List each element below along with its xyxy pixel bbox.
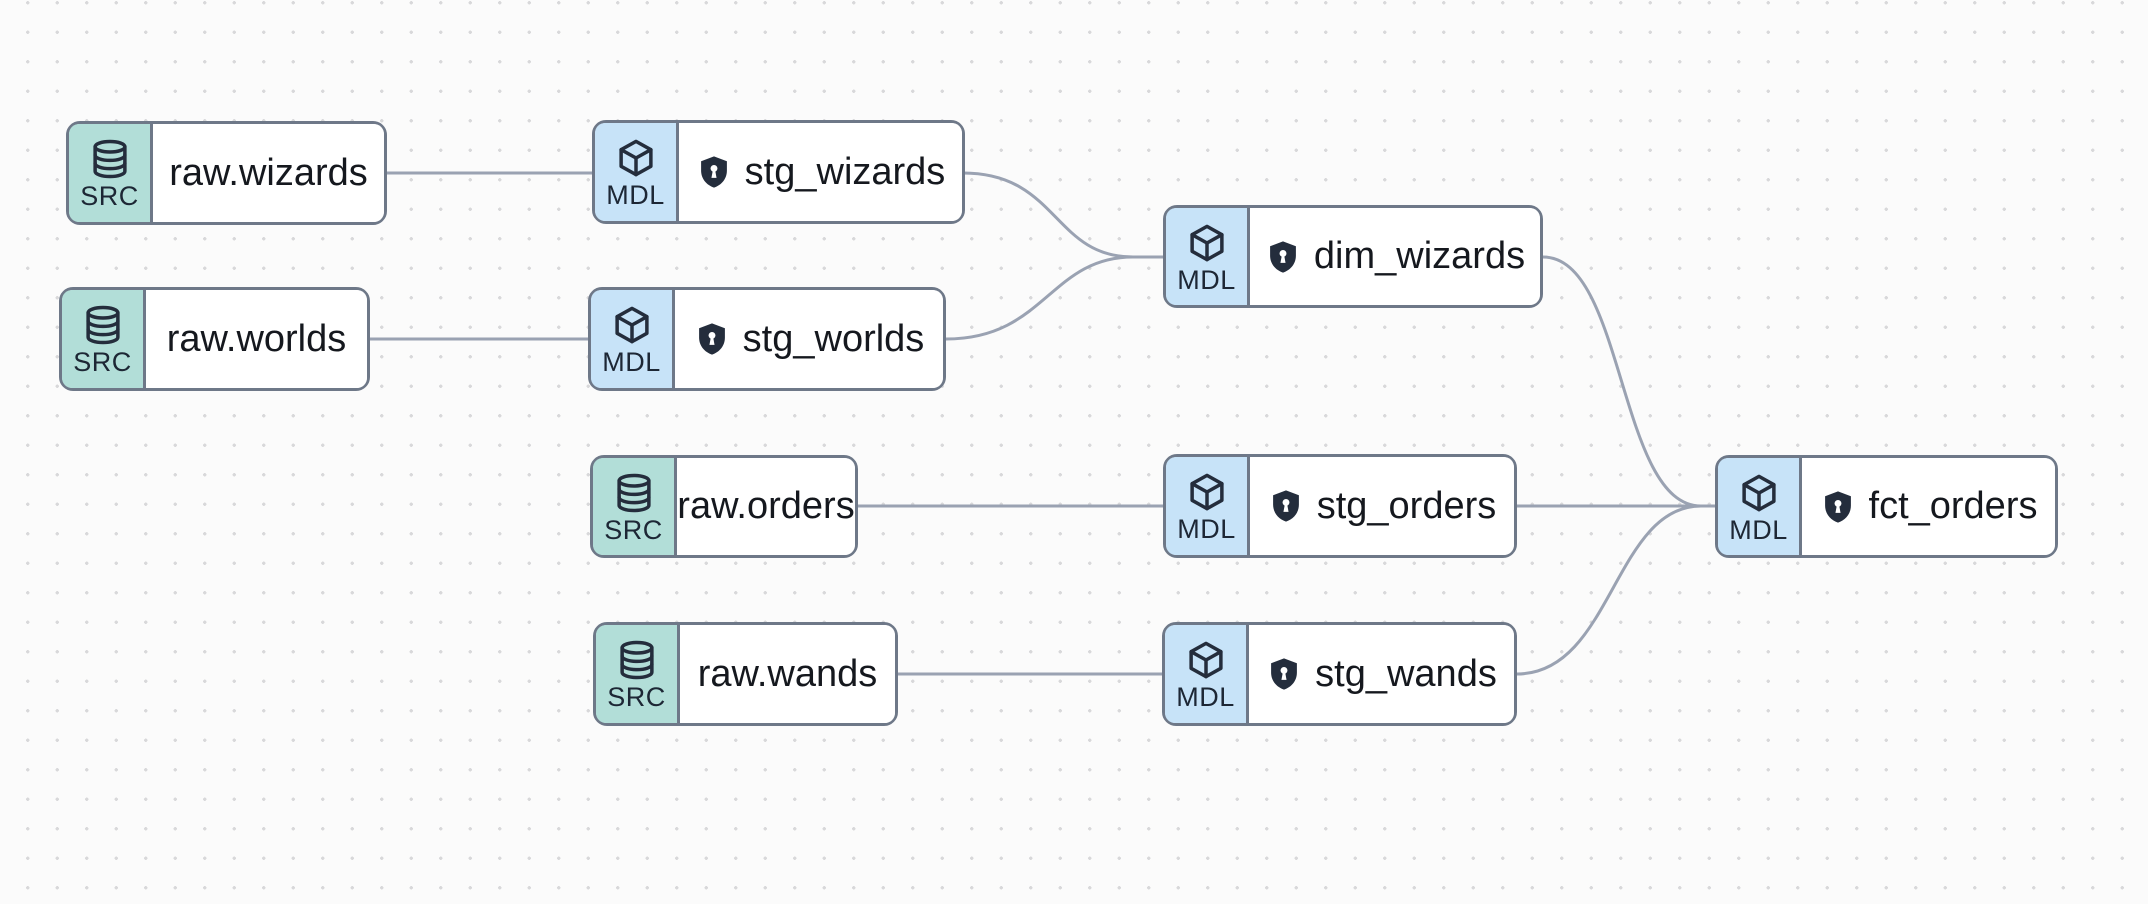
cube-icon xyxy=(1189,224,1224,261)
edge-dim-wizards-fct-orders xyxy=(1542,255,1715,508)
node-stg-wizards[interactable]: MDL stg_wizards xyxy=(592,120,965,224)
model-badge: MDL xyxy=(591,290,675,388)
badge-label: MDL xyxy=(1177,514,1236,544)
badge-label: MDL xyxy=(606,180,665,210)
source-badge: SRC xyxy=(62,290,146,388)
badge-label: SRC xyxy=(80,181,139,211)
source-badge: SRC xyxy=(69,124,153,222)
database-icon xyxy=(85,305,120,345)
database-icon xyxy=(92,139,127,179)
node-raw-wizards[interactable]: SRC raw.wizards xyxy=(66,121,387,225)
cube-icon xyxy=(1741,474,1776,511)
node-name: dim_wizards xyxy=(1313,235,1526,277)
edge-stg-worlds-dim-wizards xyxy=(945,255,1163,341)
node-name: stg_orders xyxy=(1316,484,1497,527)
shield-lock-icon xyxy=(1272,490,1299,522)
node-name: raw.worlds xyxy=(166,317,347,360)
node-name: raw.orders xyxy=(677,485,855,527)
badge-label: MDL xyxy=(1729,514,1788,545)
node-name: stg_wands xyxy=(1315,652,1497,695)
node-raw-wands[interactable]: SRC raw.wands xyxy=(593,622,898,726)
edge-stg-wands-fct-orders xyxy=(1516,504,1715,676)
node-name: raw.wands xyxy=(697,652,878,695)
database-icon xyxy=(619,640,654,680)
badge-label: SRC xyxy=(607,682,666,712)
node-name: stg_worlds xyxy=(742,317,925,360)
node-body: stg_wizards xyxy=(679,123,962,221)
model-badge: MDL xyxy=(1166,457,1250,555)
cube-icon xyxy=(614,306,649,344)
node-stg-worlds[interactable]: MDL stg_worlds xyxy=(588,287,946,391)
node-name: stg_wizards xyxy=(744,150,946,193)
shield-lock-icon xyxy=(698,323,725,355)
node-body: dim_wizards xyxy=(1250,208,1540,305)
source-badge: SRC xyxy=(596,625,680,723)
node-name: fct_orders xyxy=(1868,485,2038,527)
cube-icon xyxy=(618,139,653,177)
model-badge: MDL xyxy=(1165,625,1249,723)
badge-label: MDL xyxy=(1177,264,1236,295)
node-body: stg_orders xyxy=(1250,457,1514,555)
badge-label: SRC xyxy=(73,347,132,377)
source-badge: SRC xyxy=(593,458,677,555)
shield-lock-icon xyxy=(1271,658,1298,690)
badge-label: SRC xyxy=(604,514,663,545)
node-body: raw.worlds xyxy=(146,290,367,388)
badge-label: MDL xyxy=(602,347,661,377)
cube-icon xyxy=(1188,641,1223,679)
node-fct-orders[interactable]: MDL fct_orders xyxy=(1715,455,2058,558)
node-body: raw.orders xyxy=(677,458,855,555)
model-badge: MDL xyxy=(595,123,679,221)
node-stg-wands[interactable]: MDL stg_wands xyxy=(1162,622,1517,726)
badge-label: MDL xyxy=(1176,682,1235,712)
shield-lock-icon xyxy=(1270,240,1296,273)
node-stg-orders[interactable]: MDL stg_orders xyxy=(1163,454,1517,558)
node-body: stg_worlds xyxy=(675,290,943,388)
shield-lock-icon xyxy=(700,156,727,188)
node-raw-orders[interactable]: SRC raw.orders xyxy=(590,455,858,558)
node-body: stg_wands xyxy=(1249,625,1514,723)
node-body: fct_orders xyxy=(1802,458,2055,555)
cube-icon xyxy=(1189,473,1224,511)
node-body: raw.wizards xyxy=(153,124,384,222)
database-icon xyxy=(616,473,651,512)
node-raw-worlds[interactable]: SRC raw.worlds xyxy=(59,287,370,391)
edge-stg-wizards-dim-wizards xyxy=(962,171,1163,259)
model-badge: MDL xyxy=(1718,458,1802,555)
node-body: raw.wands xyxy=(680,625,895,723)
node-name: raw.wizards xyxy=(169,151,368,194)
model-badge: MDL xyxy=(1166,208,1250,305)
node-dim-wizards[interactable]: MDL dim_wizards xyxy=(1163,205,1543,308)
shield-lock-icon xyxy=(1824,490,1851,523)
